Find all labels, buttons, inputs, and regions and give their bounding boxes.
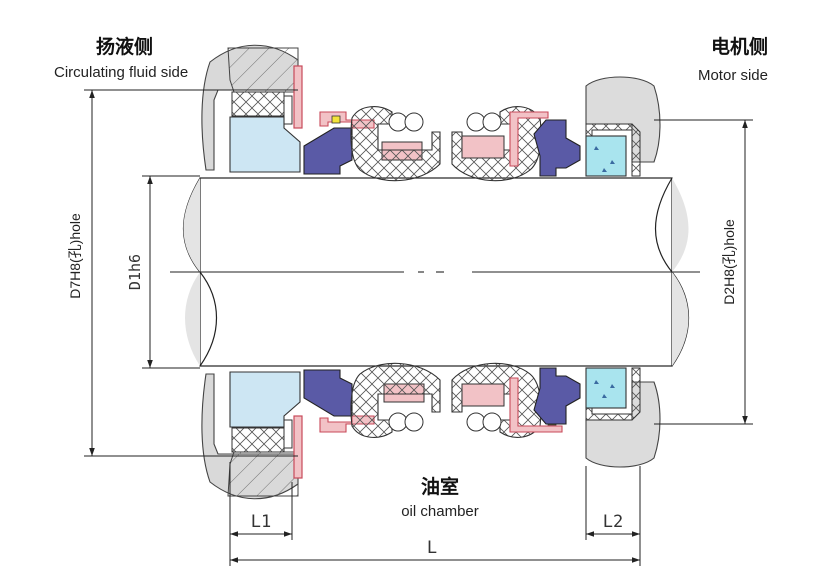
pump-side-bellows-bottom — [350, 362, 441, 438]
pump-side-rotating-ring-bottom — [303, 369, 353, 417]
motor-side-spring-holder-top — [509, 111, 549, 167]
d7-label: D7H8(孔)hole — [67, 213, 83, 299]
pump-side-subtitle: Circulating fluid side — [54, 64, 188, 81]
motor-side-rotating-ring-bottom — [533, 367, 581, 425]
dimension-d1 — [142, 175, 200, 369]
pump-housing-top — [201, 44, 303, 171]
oil-chamber-subtitle: oil chamber — [401, 503, 479, 520]
l-label: L — [427, 538, 437, 558]
l2-label: L2 — [603, 512, 623, 532]
l1-label: L1 — [251, 512, 271, 532]
pump-side-rotating-ring-top — [303, 127, 353, 175]
shaft — [170, 177, 700, 367]
dimension-d2 — [654, 119, 753, 425]
pump-side-title: 扬液侧 — [96, 35, 153, 58]
motor-side-subtitle: Motor side — [698, 67, 768, 84]
motor-side-bellows-top — [451, 106, 542, 182]
motor-housing-bottom — [585, 367, 661, 468]
d2-label: D2H8(孔)hole — [721, 219, 737, 305]
d1-label: D1h6 — [126, 254, 144, 290]
dimension-d7 — [84, 89, 298, 457]
motor-housing-top — [585, 76, 661, 177]
pump-side-stationary-seat-top — [229, 116, 301, 173]
pump-side-bellows-top — [350, 106, 441, 182]
oil-chamber-title: 油室 — [421, 475, 459, 498]
motor-side-rotating-ring-top — [533, 119, 581, 177]
pump-side-stationary-seat-bottom — [229, 371, 301, 428]
motor-side-title: 电机侧 — [711, 35, 768, 58]
dimension-l-extensions — [229, 462, 641, 566]
